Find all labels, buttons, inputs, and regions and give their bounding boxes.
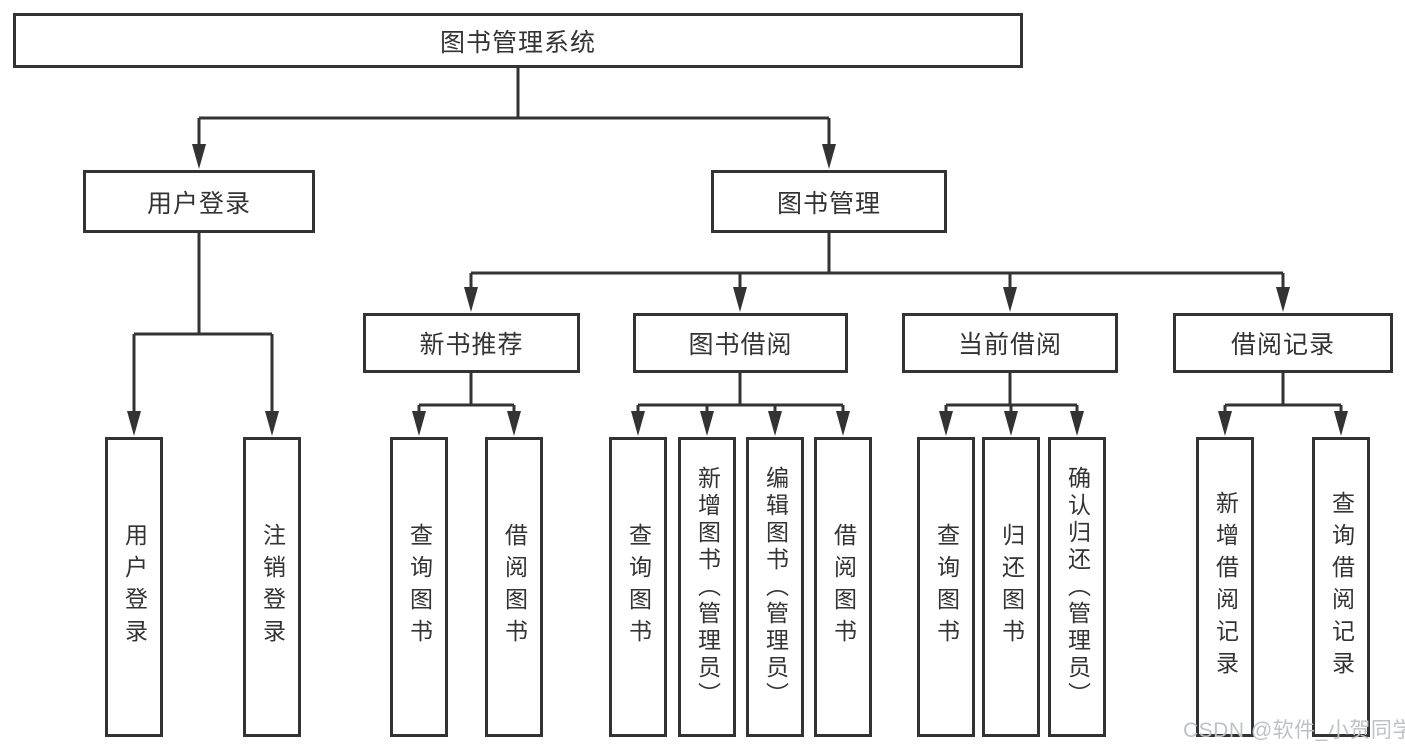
leaf-confirm-return-admin: 确认归还（管理员） [1048, 437, 1106, 737]
leaf-add-book-admin-label: 新增图书（管理员） [694, 465, 721, 709]
leaf-return-book-label: 归还图书 [998, 523, 1025, 651]
node-root-label: 图书管理系统 [439, 28, 596, 57]
node-new-book-recommend: 新书推荐 [363, 313, 580, 373]
leaf-borrow-books-label: 借阅图书 [830, 523, 857, 651]
leaf-user-login: 用户登录 [105, 437, 163, 737]
leaf-user-login-label: 用户登录 [121, 523, 148, 651]
leaf-edit-book-admin: 编辑图书（管理员） [746, 437, 804, 737]
leaf-add-borrow-record-label: 新增借阅记录 [1212, 491, 1239, 683]
node-new-book-recommend-label: 新书推荐 [419, 331, 524, 359]
leaf-query-borrow-record: 查询借阅记录 [1312, 437, 1370, 737]
watermark: CSDN @软件_小贺同学 [1183, 719, 1405, 742]
leaf-borrow-books: 借阅图书 [814, 437, 872, 737]
leaf-query-books-current: 查询图书 [917, 437, 975, 737]
leaf-query-books-recommend-label: 查询图书 [406, 523, 433, 651]
leaf-edit-book-admin-label: 编辑图书（管理员） [762, 465, 789, 709]
leaf-query-books-borrow-label: 查询图书 [625, 523, 652, 651]
node-borrow-records-label: 借阅记录 [1230, 331, 1335, 359]
leaf-add-book-admin: 新增图书（管理员） [678, 437, 736, 737]
node-root: 图书管理系统 [13, 13, 1023, 68]
leaf-borrow-books-recommend: 借阅图书 [485, 437, 543, 737]
node-book-borrow-label: 图书借阅 [688, 331, 793, 359]
leaf-query-books-recommend: 查询图书 [390, 437, 448, 737]
leaf-logout: 注销登录 [243, 437, 301, 737]
node-user-login-label: 用户登录 [146, 189, 251, 218]
leaf-query-books-borrow: 查询图书 [609, 437, 667, 737]
node-current-borrow: 当前借阅 [902, 313, 1118, 373]
node-current-borrow-label: 当前借阅 [957, 331, 1062, 359]
node-user-login: 用户登录 [83, 170, 315, 233]
node-book-management-label: 图书管理 [776, 189, 881, 218]
leaf-return-book: 归还图书 [982, 437, 1040, 737]
leaf-query-books-current-label: 查询图书 [933, 523, 960, 651]
leaf-query-borrow-record-label: 查询借阅记录 [1328, 491, 1355, 683]
node-borrow-records: 借阅记录 [1173, 313, 1393, 373]
leaf-borrow-books-recommend-label: 借阅图书 [501, 523, 528, 651]
leaf-logout-label: 注销登录 [259, 523, 286, 651]
leaf-confirm-return-admin-label: 确认归还（管理员） [1064, 465, 1091, 709]
node-book-management: 图书管理 [711, 170, 947, 233]
leaf-add-borrow-record: 新增借阅记录 [1196, 437, 1254, 737]
node-book-borrow: 图书借阅 [633, 313, 848, 373]
